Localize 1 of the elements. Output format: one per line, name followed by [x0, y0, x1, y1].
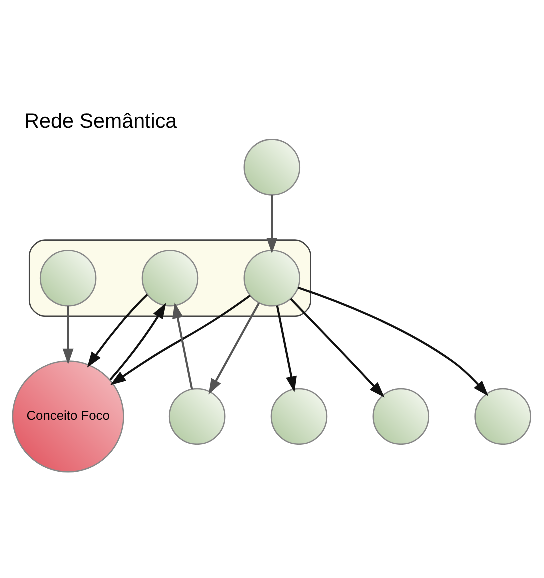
diagram-title: Rede Semântica — [24, 110, 178, 133]
